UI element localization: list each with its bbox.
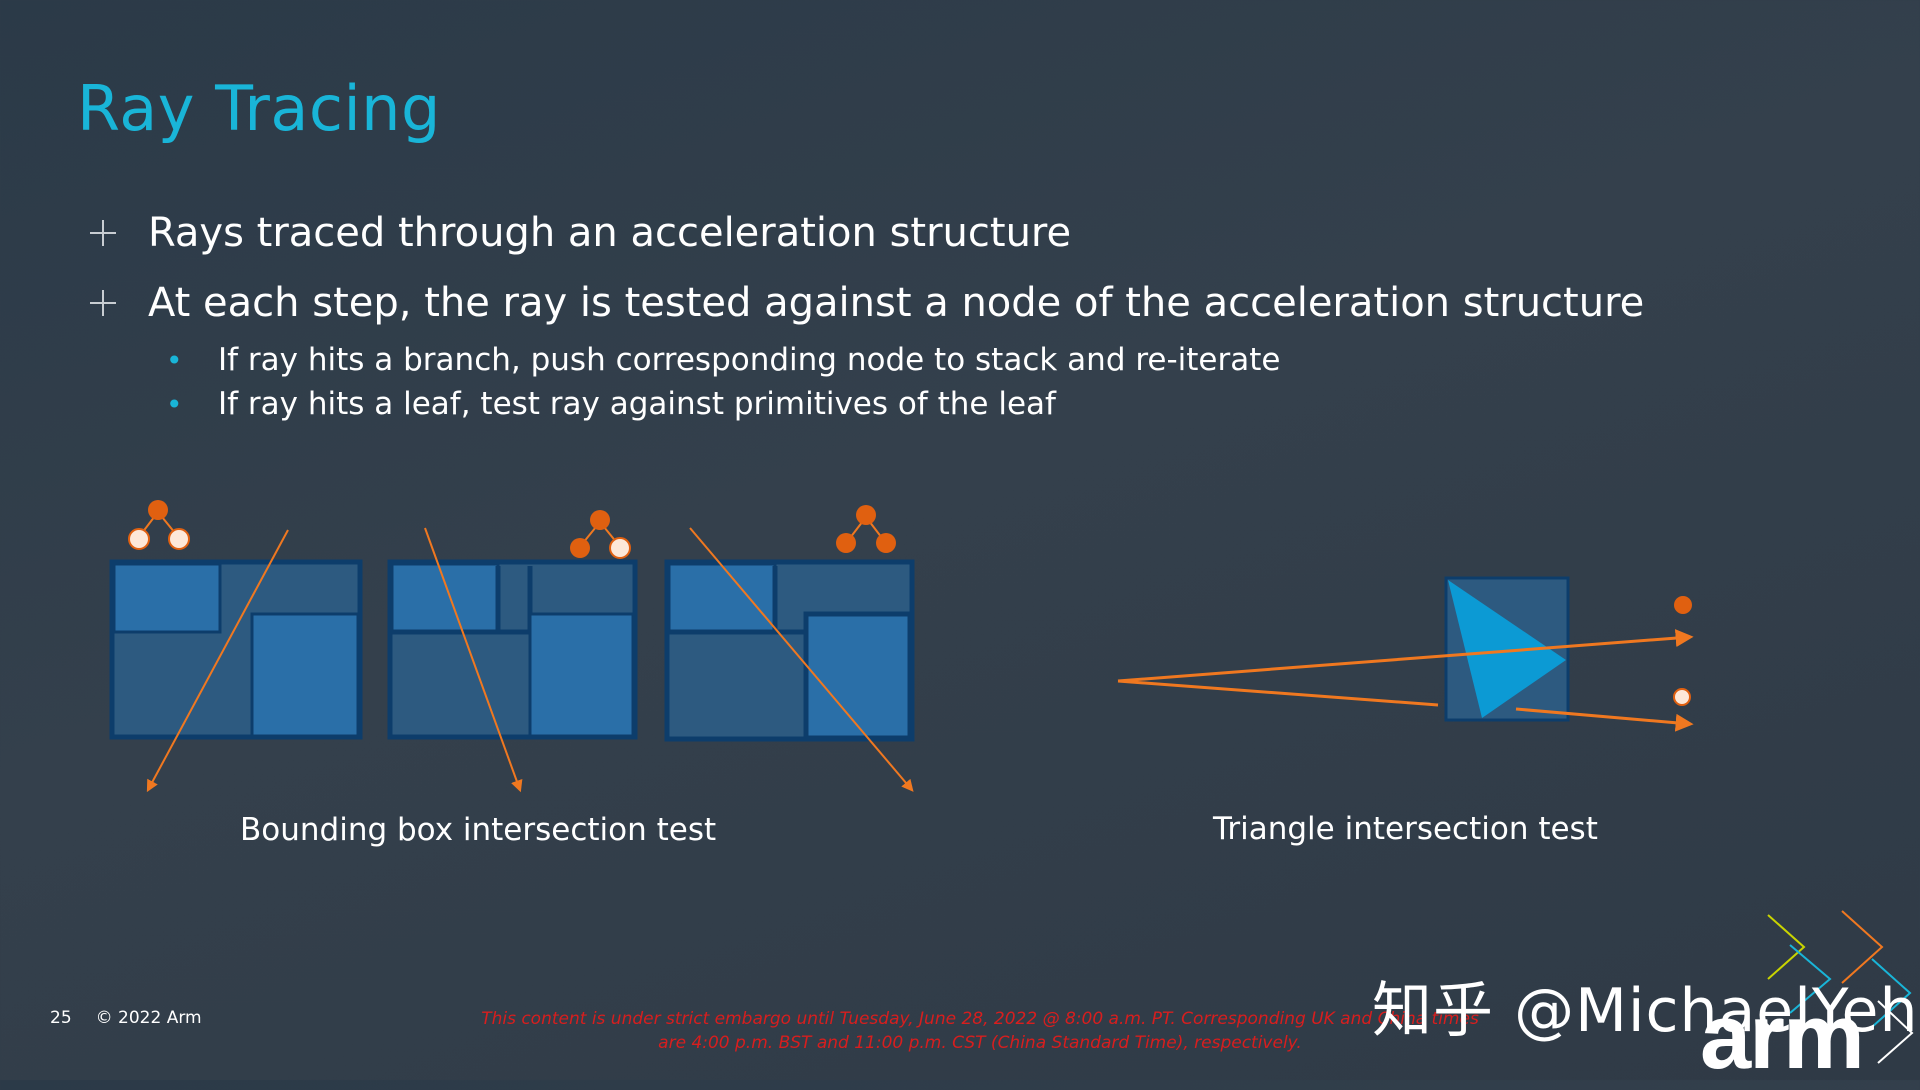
tree-node-icon xyxy=(570,510,631,559)
cross-bullet-icon xyxy=(88,288,148,318)
watermark: 知乎 @MichaelYeh xyxy=(1372,976,1919,1046)
bbox-panel-1 xyxy=(109,500,363,793)
bbox-panel-3 xyxy=(664,505,915,792)
sub-bullet-text: If ray hits a leaf, test ray against pri… xyxy=(218,386,1056,422)
arm-logo: arm xyxy=(1700,986,1865,1088)
cross-bullet-icon xyxy=(88,218,148,248)
tree-node-icon xyxy=(128,500,190,550)
bullet-text: Rays traced through an acceleration stru… xyxy=(148,210,1072,256)
tree-node-icon xyxy=(836,505,896,553)
miss-node-icon xyxy=(1673,688,1691,706)
triangle-test xyxy=(1117,576,1694,732)
sub-bullet-item: • If ray hits a leaf, test ray against p… xyxy=(166,382,1848,426)
bullet-item: At each step, the ray is tested against … xyxy=(88,268,1848,338)
dot-bullet-icon: • xyxy=(166,387,183,421)
footer-left: 25 © 2022 Arm xyxy=(50,1008,202,1028)
page-number: 25 xyxy=(50,1008,72,1028)
arm-chevrons-icon xyxy=(1767,910,1914,1064)
dot-bullet-icon: • xyxy=(166,343,183,377)
triangle-caption: Triangle intersection test xyxy=(1213,811,1598,847)
bbox-caption: Bounding box intersection test xyxy=(240,812,717,848)
bbox-panel-2 xyxy=(387,510,638,793)
slide-title: Ray Tracing xyxy=(77,72,441,145)
bullet-text: At each step, the ray is tested against … xyxy=(148,280,1645,326)
embargo-notice: This content is under strict embargo unt… xyxy=(481,1009,1479,1053)
sub-bullet-text: If ray hits a branch, push corresponding… xyxy=(218,342,1281,378)
copyright: © 2022 Arm xyxy=(95,1008,202,1028)
hit-node-icon xyxy=(1674,596,1692,614)
bullet-item: Rays traced through an acceleration stru… xyxy=(88,198,1848,268)
sub-bullet-item: • If ray hits a branch, push correspondi… xyxy=(166,338,1848,382)
bullet-list: Rays traced through an acceleration stru… xyxy=(88,198,1848,426)
